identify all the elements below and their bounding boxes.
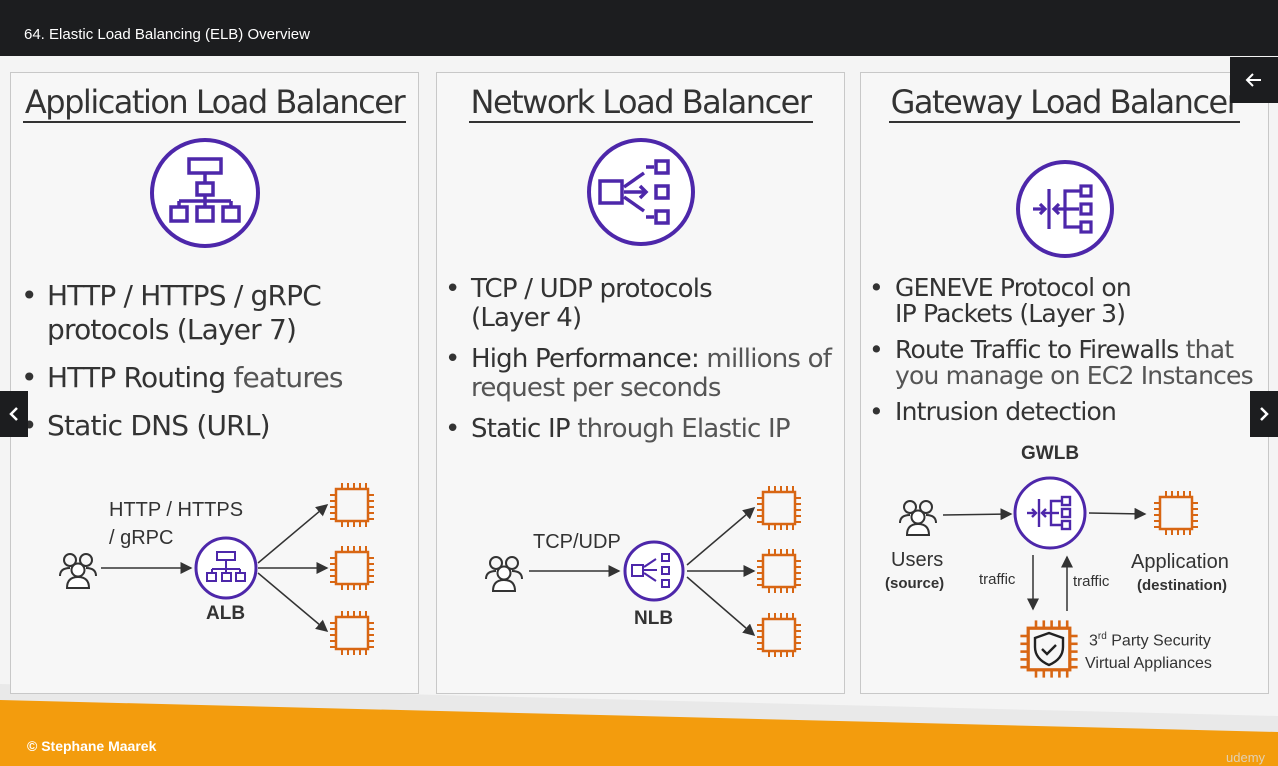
nlb-protocol-label: TCP/UDP — [533, 531, 621, 553]
gwlb-security-appliance-icon — [1018, 618, 1080, 680]
nlb-panel: Network Load Balancer TCP / UDP protocol… — [436, 72, 845, 694]
gwlb-node-label: GWLB — [1021, 443, 1080, 464]
alb-title: Application Load Balancer — [22, 83, 407, 123]
chevron-right-icon — [1260, 407, 1269, 421]
nlb-title: Network Load Balancer — [468, 83, 813, 123]
nlb-node-label: NLB — [634, 608, 674, 629]
slide: Application Load Balancer HTTP / HTTPS /… — [0, 56, 1278, 766]
udemy-watermark: udemy — [1226, 750, 1266, 765]
alb-ec2-icon-3 — [328, 609, 376, 657]
alb-node-icon — [194, 536, 258, 600]
gwlb-app-sub-label: (destination) — [1137, 577, 1227, 594]
alb-bullet-2: HTTP Routing features — [21, 361, 344, 395]
footer-band — [0, 684, 1278, 766]
nlb-bullet-1: TCP / UDP protocols(Layer 4) — [445, 275, 831, 333]
gwlb-users-sub-label: (source) — [885, 575, 945, 592]
gwlb-security-label-2: Virtual Appliances — [1085, 655, 1212, 672]
gwlb-panel: Gateway Load Balancer GENEVE Protocol on… — [860, 72, 1269, 694]
alb-icon — [150, 138, 260, 248]
gwlb-users-label: Users — [891, 549, 944, 571]
nlb-ec2-icon-1 — [755, 484, 803, 532]
gwlb-security-label-1: 3rd Party Security — [1089, 631, 1211, 650]
nlb-ec2-icon-3 — [755, 611, 803, 659]
nlb-diagram — [485, 484, 803, 659]
copyright: © Stephane Maarek — [27, 738, 157, 754]
alb-protocol-label-2: / gRPC — [109, 527, 174, 549]
back-button[interactable] — [1230, 57, 1278, 103]
chevron-left-icon — [9, 407, 18, 421]
gwlb-app-label: Application — [1131, 551, 1229, 573]
gwlb-traffic-up-label: traffic — [1073, 573, 1110, 590]
gwlb-traffic-down-label: traffic — [979, 571, 1016, 588]
alb-users-icon — [59, 553, 97, 589]
gwlb-node-icon — [1013, 476, 1087, 550]
gwlb-diagram — [899, 476, 1200, 680]
gwlb-users-icon — [899, 500, 937, 536]
arrow-left-icon — [1245, 73, 1261, 87]
nlb-bullets: TCP / UDP protocols(Layer 4) High Perfor… — [445, 275, 832, 445]
nlb-node-icon — [623, 540, 685, 602]
nlb-ec2-icon-2 — [755, 547, 803, 595]
gwlb-app-ec2-icon — [1152, 489, 1200, 537]
alb-ec2-icon-1 — [328, 481, 376, 529]
nlb-icon — [587, 138, 695, 246]
lecture-title: 64. Elastic Load Balancing (ELB) Overvie… — [24, 26, 310, 43]
alb-node-label: ALB — [206, 603, 246, 624]
previous-lecture-button[interactable] — [0, 391, 28, 437]
gwlb-title: Gateway Load Balancer — [888, 83, 1241, 123]
alb-diagram — [59, 481, 376, 657]
nlb-users-icon — [485, 556, 523, 592]
alb-protocol-label-1: HTTP / HTTPS — [109, 499, 244, 521]
gwlb-bullet-3: Intrusion detection — [869, 399, 1253, 426]
gwlb-icon — [1016, 160, 1114, 258]
next-lecture-button[interactable] — [1250, 391, 1278, 437]
nlb-bullet-3: Static IP through Elastic IP — [445, 415, 831, 445]
alb-ec2-icon-2 — [328, 544, 376, 592]
alb-panel: Application Load Balancer HTTP / HTTPS /… — [10, 72, 419, 694]
top-bar: 64. Elastic Load Balancing (ELB) Overvie… — [0, 0, 1278, 56]
